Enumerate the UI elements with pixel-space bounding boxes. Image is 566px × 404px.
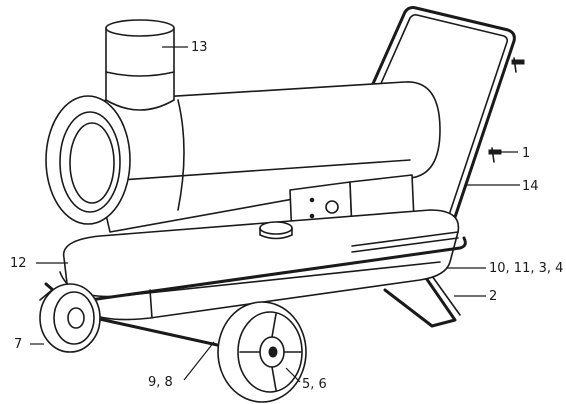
fuel-cap — [259, 221, 293, 235]
heater-body — [79, 81, 441, 233]
axle — [93, 316, 242, 352]
callout-10-11-3-4: 10, 11, 3, 4 — [489, 261, 563, 276]
front-opening — [45, 95, 131, 225]
callout-1: 1 — [522, 146, 530, 161]
callout-13: 13 — [191, 40, 208, 55]
right-wheel — [217, 301, 307, 403]
leader-lines — [30, 46, 520, 383]
handle-frame — [366, 6, 525, 234]
callout-9-8: 9, 8 — [148, 375, 173, 390]
callout-2: 2 — [489, 289, 497, 304]
left-wheel — [39, 283, 101, 353]
callout-14: 14 — [522, 179, 539, 194]
handle-knob-top — [511, 59, 525, 65]
callout-7: 7 — [14, 337, 22, 352]
chimney — [105, 19, 175, 111]
control-knob-icon — [325, 200, 339, 214]
callout-5-6: 5, 6 — [302, 377, 327, 392]
callout-12: 12 — [10, 256, 27, 271]
